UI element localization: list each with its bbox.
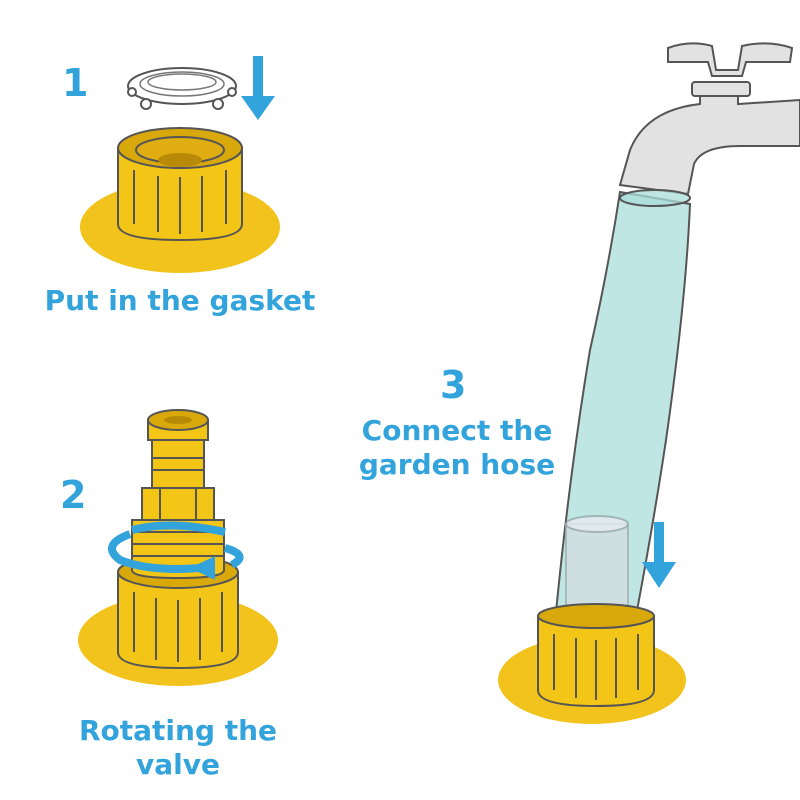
garden-hose — [554, 189, 692, 618]
step1-caption-line: Put in the gasket — [44, 284, 316, 317]
step2-caption-line: Rotating the — [78, 714, 278, 747]
step1-illustration — [80, 56, 280, 273]
step3-caption: Connect the garden hose — [346, 414, 568, 482]
faucet — [618, 42, 800, 196]
step2-number: 2 — [60, 473, 87, 517]
step3-illustration — [498, 42, 800, 724]
step3-number: 3 — [440, 363, 467, 407]
arrow-down-icon — [241, 56, 275, 120]
gasket-ring — [127, 67, 237, 110]
step1-fitting — [117, 127, 243, 242]
rotate-arrow-icon — [108, 521, 244, 580]
step2-caption: Rotating the valve — [60, 714, 296, 782]
step1-number: 1 — [62, 61, 89, 105]
step3-caption-line: garden hose — [358, 448, 556, 481]
step2-illustration — [78, 409, 278, 686]
step2-male-connector — [131, 409, 225, 580]
step2-caption-line: valve — [136, 748, 220, 781]
step1-caption: Put in the gasket — [40, 284, 320, 318]
step3-fitting — [537, 603, 655, 708]
step3-caption-line: Connect the — [361, 414, 553, 447]
arrow-down-icon — [642, 522, 676, 588]
